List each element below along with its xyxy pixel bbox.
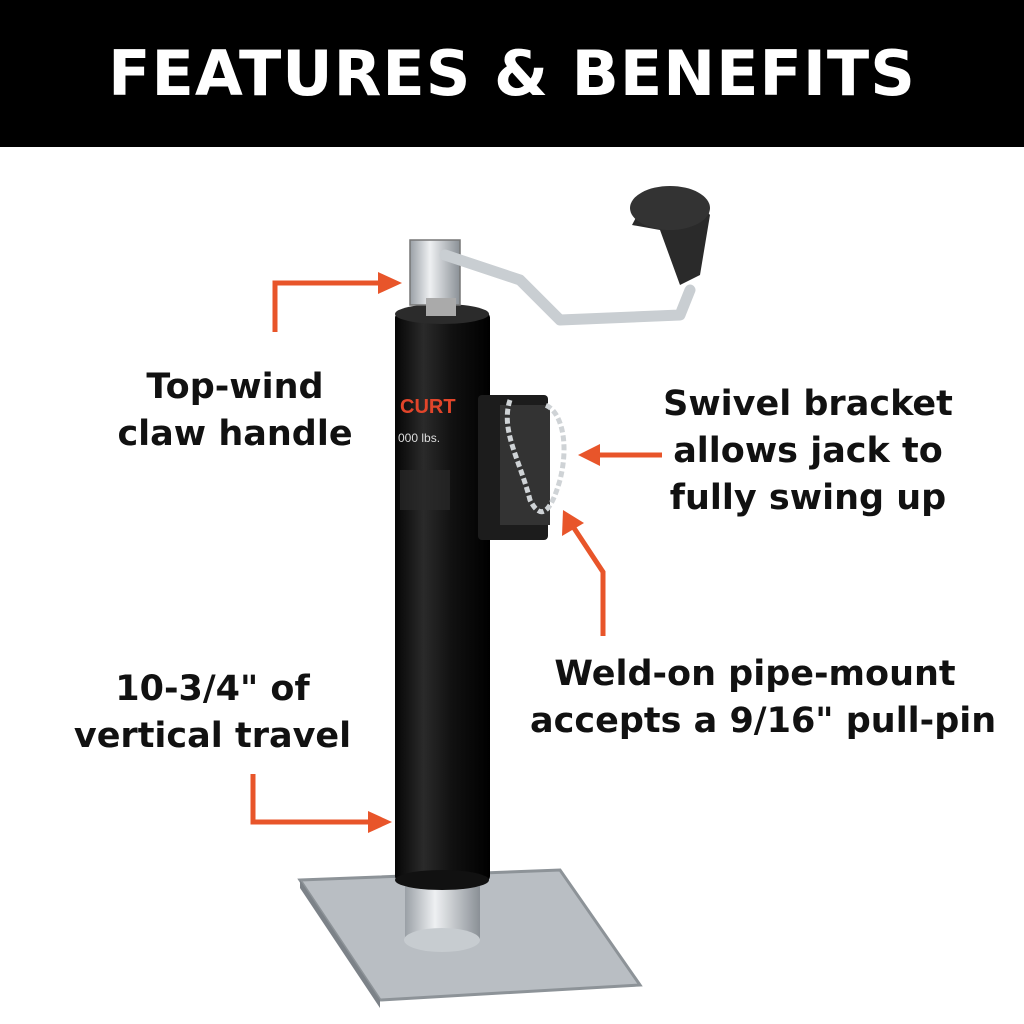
callout-line: vertical travel — [73, 716, 352, 756]
callout-line: 10-3/4" of — [115, 669, 310, 709]
callout-weld-on-mount: Weld-on pipe-mount accepts a 9/16" pull-… — [530, 651, 997, 745]
callout-top-wind-handle: Top-wind claw handle — [100, 364, 370, 458]
callout-swivel-bracket: Swivel bracket allows jack to fully swin… — [648, 381, 968, 522]
banner-title: FEATURES & BENEFITS — [108, 37, 916, 110]
arrow-handle — [272, 280, 385, 332]
pin-chain — [504, 399, 567, 514]
callout-line: accepts a 9/16" pull-pin — [530, 701, 997, 741]
callout-line: Swivel bracket — [663, 384, 953, 424]
callout-line: fully swing up — [669, 478, 947, 518]
arrow-mount — [569, 523, 606, 636]
callout-vertical-travel: 10-3/4" of vertical travel — [60, 666, 365, 760]
callout-arrows — [250, 280, 662, 825]
header-banner: FEATURES & BENEFITS — [0, 0, 1024, 147]
arrow-travel — [250, 774, 375, 825]
callout-line: Top-wind — [146, 367, 324, 407]
brand-logo: CURT — [400, 396, 456, 418]
callout-line: allows jack to — [673, 431, 943, 471]
callout-line: claw handle — [117, 414, 353, 454]
jack-tube — [395, 312, 490, 882]
crank-handle — [439, 249, 696, 326]
capacity-text: 000 lbs. — [398, 431, 440, 445]
callout-line: Weld-on pipe-mount — [554, 654, 956, 694]
